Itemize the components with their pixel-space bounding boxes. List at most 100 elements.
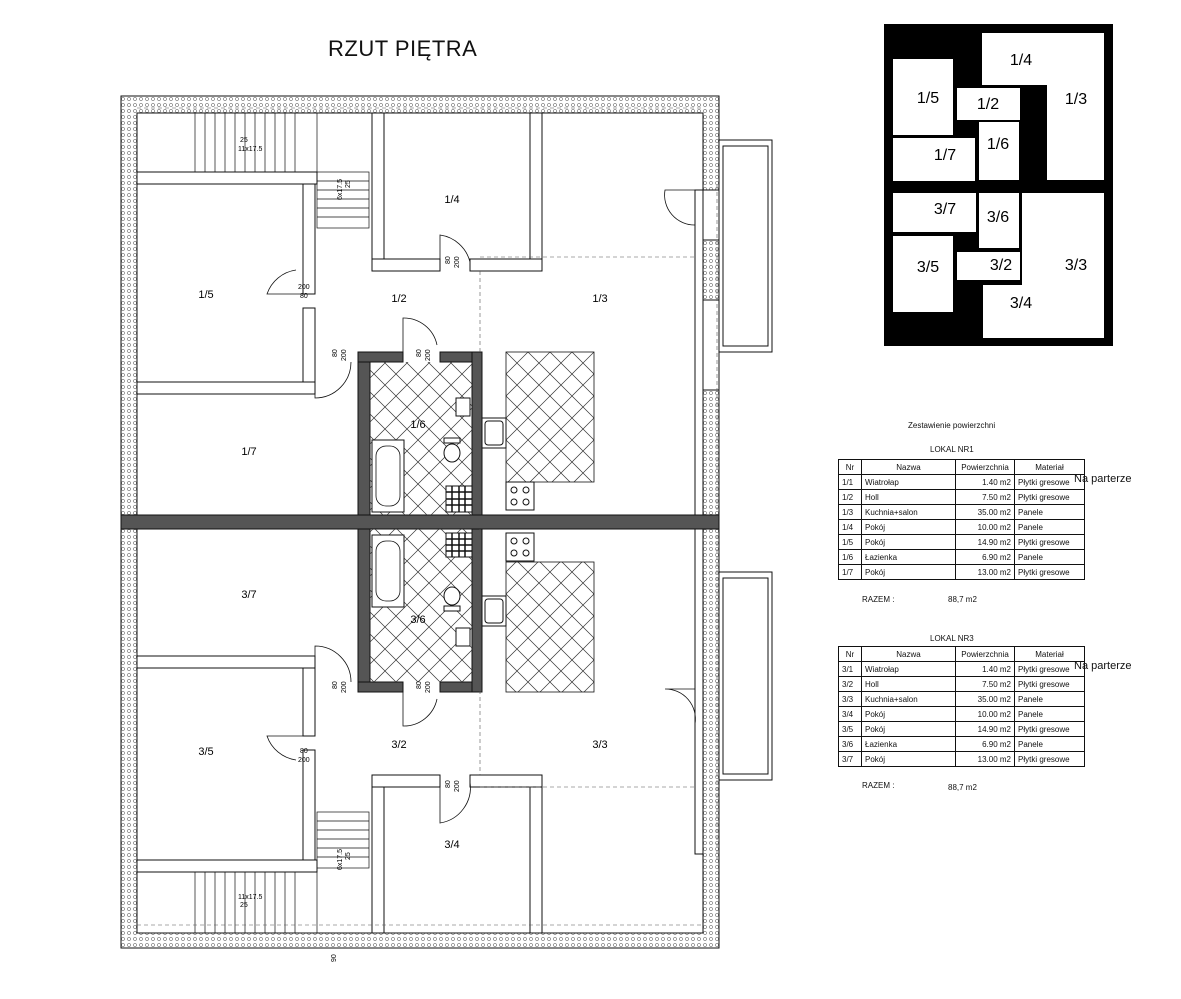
cell-nr: 1/1 (838, 474, 862, 490)
cell-material: Panele (1014, 706, 1085, 722)
dimension-labels: 25 11x17.5 25 11x17.5 200 80 80 200 90 (238, 137, 338, 962)
bathtub-upper (371, 439, 405, 513)
cell-nazwa: Holl (861, 489, 956, 505)
door-1-4-w: 80 (445, 256, 452, 264)
key-room-1-4: 1/4 (1010, 52, 1032, 69)
cell-area: 7.50 m2 (955, 489, 1015, 505)
col-nazwa: Nazwa (861, 646, 956, 662)
cell-nazwa: Holl (861, 676, 956, 692)
key-room-3-4: 3/4 (1010, 295, 1032, 312)
col-material: Materiał (1014, 646, 1085, 662)
cell-nr: 3/6 (838, 736, 862, 752)
kitchen-tiles-upper (505, 351, 595, 483)
cell-nazwa: Łazienka (861, 549, 956, 565)
room-label-1-3: 1/3 (592, 293, 607, 305)
door-3-4-w: 80 (445, 780, 452, 788)
cell-nr: 3/2 (838, 676, 862, 692)
door-1-2-h: 200 (341, 349, 348, 361)
door-dim-h-lower: 200 (298, 757, 310, 764)
dashed-lines (137, 107, 718, 926)
room-label-3-6: 3/6 (410, 614, 425, 626)
basin-upper (455, 397, 471, 417)
party-wall (120, 514, 720, 530)
lokal1-total-label: RAZEM : (862, 595, 895, 604)
key-room-1-5: 1/5 (917, 90, 939, 107)
cell-area: 7.50 m2 (955, 676, 1015, 692)
lokal3-total-label: RAZEM : (862, 781, 895, 790)
key-room-3-7: 3/7 (934, 201, 956, 218)
cell-nazwa: Pokój (861, 534, 956, 550)
cell-nazwa: Wiatrołap (861, 474, 956, 490)
stair-steps-lower: 11x17.5 (238, 894, 262, 901)
balconies (718, 139, 773, 781)
boiler-upper (445, 485, 473, 513)
key-room-3-2: 3/2 (990, 257, 1012, 274)
cell-nazwa: Pokój (861, 751, 956, 767)
key-room-3-5: 3/5 (917, 259, 939, 276)
cell-nazwa: Pokój (861, 706, 956, 722)
key-room-1-2: 1/2 (977, 96, 999, 113)
room-label-1-4: 1/4 (444, 194, 459, 206)
cell-material: Panele (1014, 519, 1085, 535)
cell-nr: 1/6 (838, 549, 862, 565)
table-header-row: Nr Nazwa Powierzchnia Materiał (838, 646, 1085, 662)
kitchen-upper (481, 417, 535, 511)
cell-nr: 3/3 (838, 691, 862, 707)
cell-area: 14.90 m2 (955, 534, 1015, 550)
cell-nr: 3/7 (838, 751, 862, 767)
stair-tread-lower: 25 (240, 902, 248, 909)
door-3-2-h: 200 (341, 681, 348, 693)
vertical-dims: 6x17.5 25 6x17.5 25 80 200 80 200 80 200… (332, 179, 461, 870)
lokal3-total-value: 88,7 m2 (948, 783, 977, 792)
room-label-1-6: 1/6 (410, 419, 425, 431)
cell-nazwa: Wiatrołap (861, 661, 956, 677)
page-title: RZUT PIĘTRA (328, 36, 478, 61)
cell-material: Panele (1014, 691, 1085, 707)
stair-mid-upper-b: 25 (345, 180, 352, 188)
cell-material: Płytki gresowe (1014, 676, 1085, 692)
cell-area: 6.90 m2 (955, 736, 1015, 752)
cell-nr: 1/7 (838, 564, 862, 580)
door-dim-w-lower: 80 (300, 748, 308, 755)
cell-area: 35.00 m2 (955, 691, 1015, 707)
cell-area: 13.00 m2 (955, 564, 1015, 580)
cell-nazwa: Pokój (861, 519, 956, 535)
cell-nr: 1/5 (838, 534, 862, 550)
lokal3-title: LOKAL NR3 (930, 634, 974, 643)
cell-area: 6.90 m2 (955, 549, 1015, 565)
cell-nr: 3/4 (838, 706, 862, 722)
door-1-4-h: 200 (454, 256, 461, 268)
door-1-6-h: 200 (425, 349, 432, 361)
lokal3-note: Na parterze (1074, 660, 1132, 672)
door-3-4-h: 200 (454, 780, 461, 792)
toilet-lower (443, 586, 461, 606)
summary-heading: Zestawienie powierzchni (908, 421, 996, 430)
room-label-3-4: 3/4 (444, 839, 459, 851)
lokal1-title: LOKAL NR1 (930, 445, 974, 454)
lokal1-note: Na parterze (1074, 473, 1132, 485)
cell-material: Płytki gresowe (1014, 534, 1085, 550)
cell-nazwa: Pokój (861, 721, 956, 737)
cell-material: Płytki gresowe (1014, 489, 1085, 505)
stairs-upper (136, 112, 370, 229)
toilet-upper (443, 443, 461, 463)
basin-lower (455, 627, 471, 647)
key-room-1-3: 1/3 (1065, 91, 1087, 108)
room-label-1-7: 1/7 (241, 446, 256, 458)
cell-material: Panele (1014, 504, 1085, 520)
door-3-6-w: 80 (416, 681, 423, 689)
cell-material: Panele (1014, 549, 1085, 565)
door-1-2-w: 80 (332, 349, 339, 357)
door-1-6-w: 80 (416, 349, 423, 357)
cell-material: Płytki gresowe (1014, 474, 1085, 490)
